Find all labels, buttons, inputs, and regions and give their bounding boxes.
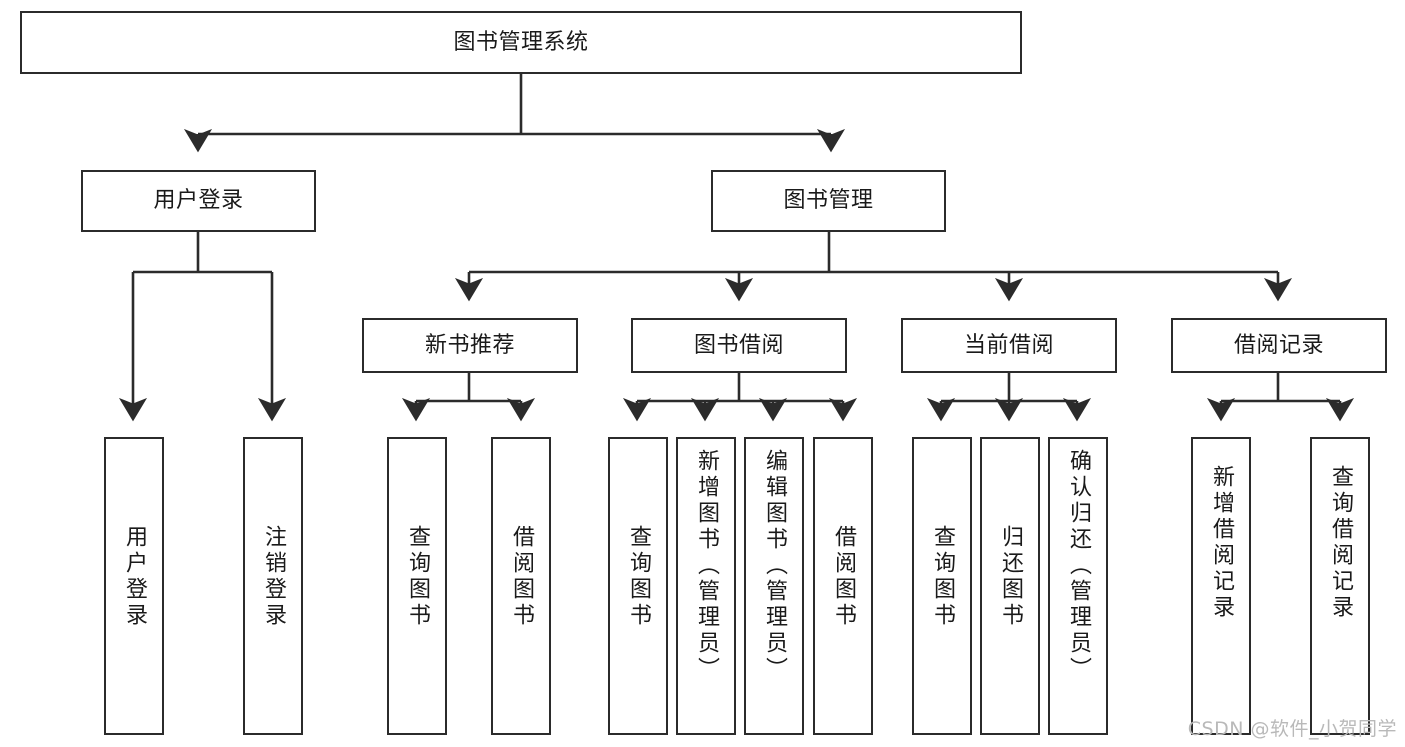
node-label: 当前借阅 — [963, 332, 1054, 358]
node-book-manage[interactable]: 图书管理 — [711, 170, 946, 232]
leaf-query-book-borrow[interactable]: 查询图书 — [608, 437, 668, 735]
node-label: 新书推荐 — [424, 332, 515, 358]
leaf-user-logout[interactable]: 注销登录 — [243, 437, 303, 735]
node-book-borrow[interactable]: 图书借阅 — [631, 318, 847, 373]
node-label: 查询借阅记录 — [1328, 465, 1353, 621]
leaf-edit-book[interactable]: 编辑图书（管理员） — [744, 437, 804, 735]
node-label: 借阅图书 — [509, 525, 534, 629]
node-label: 查询图书 — [405, 525, 430, 629]
leaf-borrow-book[interactable]: 借阅图书 — [813, 437, 873, 735]
node-new-book-recommend[interactable]: 新书推荐 — [362, 318, 578, 373]
node-borrow-record[interactable]: 借阅记录 — [1171, 318, 1387, 373]
node-label: 借阅图书 — [831, 525, 856, 629]
node-label: 归还图书 — [998, 525, 1023, 629]
csdn-watermark: CSDN @软件_小贺同学 — [1187, 718, 1397, 740]
node-label: 借阅记录 — [1233, 332, 1324, 358]
leaf-add-book[interactable]: 新增图书（管理员） — [676, 437, 736, 735]
node-label: 查询图书 — [930, 525, 955, 629]
node-label: 用户登录 — [153, 188, 244, 214]
leaf-confirm-return[interactable]: 确认归还（管理员） — [1048, 437, 1108, 735]
node-current-borrow[interactable]: 当前借阅 — [901, 318, 1117, 373]
leaf-return-book[interactable]: 归还图书 — [980, 437, 1040, 735]
node-root-system[interactable]: 图书管理系统 — [20, 11, 1022, 74]
node-label: 用户登录 — [122, 525, 147, 629]
node-label: 编辑图书（管理员） — [762, 449, 787, 683]
node-label: 确认归还（管理员） — [1066, 449, 1091, 683]
leaf-borrow-book-recommend[interactable]: 借阅图书 — [491, 437, 551, 735]
node-label: 图书借阅 — [693, 332, 784, 358]
node-label: 新增借阅记录 — [1209, 465, 1234, 621]
node-label: 新增图书（管理员） — [694, 449, 719, 683]
leaf-query-book-current[interactable]: 查询图书 — [912, 437, 972, 735]
node-label: 注销登录 — [261, 525, 286, 629]
leaf-add-borrow-record[interactable]: 新增借阅记录 — [1191, 437, 1251, 735]
leaf-query-borrow-record[interactable]: 查询借阅记录 — [1310, 437, 1370, 735]
node-label: 图书管理系统 — [453, 29, 589, 55]
leaf-user-login[interactable]: 用户登录 — [104, 437, 164, 735]
leaf-query-book-recommend[interactable]: 查询图书 — [387, 437, 447, 735]
node-label: 查询图书 — [626, 525, 651, 629]
node-user-login[interactable]: 用户登录 — [81, 170, 316, 232]
node-label: 图书管理 — [783, 188, 874, 214]
